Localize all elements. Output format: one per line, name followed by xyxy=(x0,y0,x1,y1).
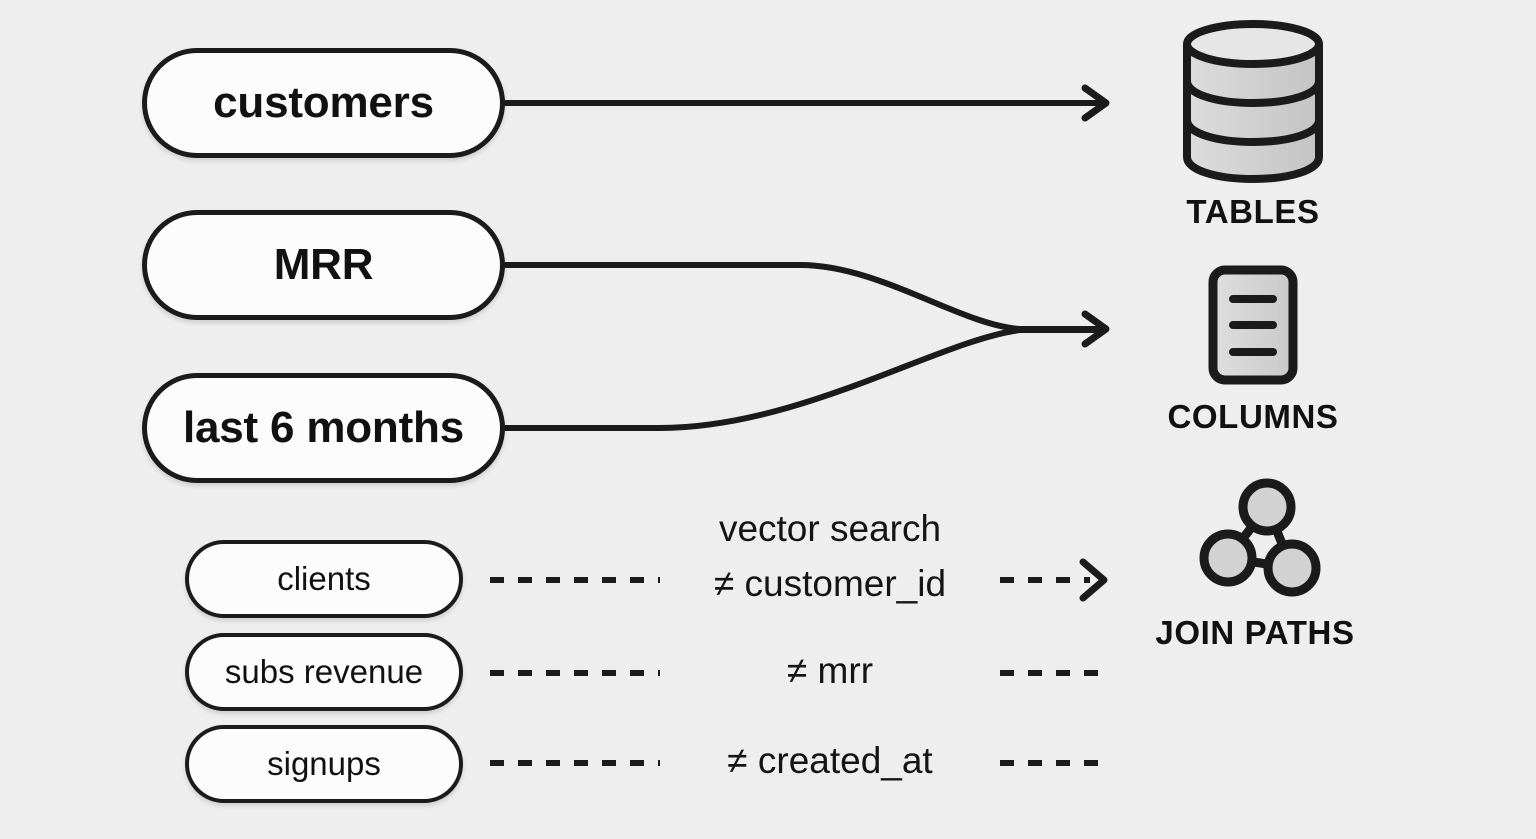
query-term-label: MRR xyxy=(273,240,374,289)
synonym-term-signups[interactable]: signups xyxy=(185,725,463,803)
query-term-mrr[interactable]: MRR xyxy=(142,210,505,320)
database-cylinder-icon xyxy=(1183,20,1323,183)
vector-search-label: vector search xyxy=(718,508,942,549)
connector-mrr-to-columns xyxy=(502,262,1103,332)
query-term-label: customers xyxy=(213,78,434,127)
target-columns[interactable]: COLUMNS xyxy=(1118,264,1388,436)
synonym-term-label: signups xyxy=(267,745,381,782)
arrowhead-customers-to-tables xyxy=(1081,84,1110,122)
query-term-last-6-months[interactable]: last 6 months xyxy=(142,373,505,483)
document-lines-icon xyxy=(1208,265,1298,385)
target-join-paths[interactable]: JOIN PATHS xyxy=(1110,468,1400,652)
target-caption: TABLES xyxy=(1186,193,1320,230)
synonym-term-label: subs revenue xyxy=(224,653,424,690)
synonym-term-label: clients xyxy=(277,560,371,597)
match-label-mrr: ≠ mrr xyxy=(786,650,874,691)
arrowhead-to-columns xyxy=(1081,310,1110,348)
connector-last6-to-columns xyxy=(502,327,1103,431)
synonym-term-subs-revenue[interactable]: subs revenue xyxy=(185,633,463,711)
match-label-customer-id: ≠ customer_id xyxy=(713,563,947,604)
target-caption: JOIN PATHS xyxy=(1155,614,1355,651)
match-label-created-at: ≠ created_at xyxy=(727,740,933,781)
query-term-label: last 6 months xyxy=(182,403,464,452)
target-caption: COLUMNS xyxy=(1167,398,1339,435)
arrowhead-customer-id-to-joins xyxy=(1079,558,1108,602)
graph-nodes-icon xyxy=(1199,478,1321,597)
target-tables[interactable]: TABLES xyxy=(1118,18,1388,231)
synonym-term-clients[interactable]: clients xyxy=(185,540,463,618)
query-term-customers[interactable]: customers xyxy=(142,48,505,158)
